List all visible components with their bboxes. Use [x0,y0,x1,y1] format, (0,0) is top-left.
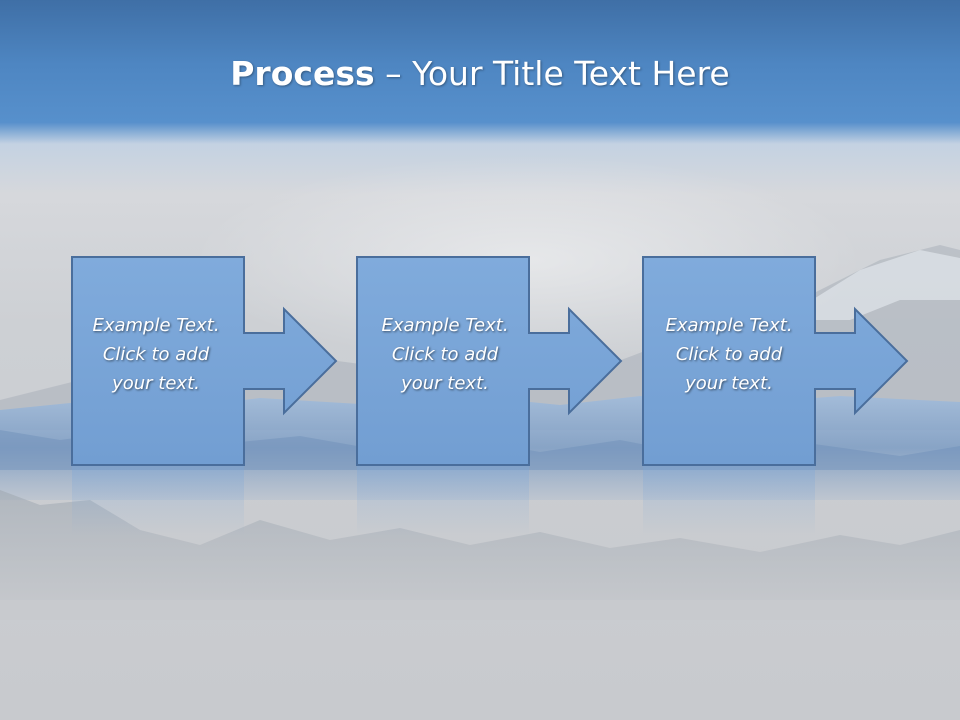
step-1-line-3: your text. [112,373,200,394]
step-1-text[interactable]: Example Text. Click to add your text. [70,311,242,398]
step-1-line-1: Example Text. [92,315,220,336]
step-3-text[interactable]: Example Text. Click to add your text. [643,311,815,398]
step-3-line-2: Click to add [675,344,783,365]
step-2-line-1: Example Text. [381,315,509,336]
slide-title[interactable]: Process – Your Title Text Here [0,52,960,96]
process-step-2[interactable] [356,256,623,535]
step-3-line-1: Example Text. [665,315,793,336]
step-3-line-3: your text. [685,373,773,394]
process-step-1[interactable] [71,256,338,535]
title-bold-part: Process [230,54,375,93]
step-1-line-2: Click to add [102,344,210,365]
process-step-3[interactable] [642,256,909,535]
step-2-line-2: Click to add [391,344,499,365]
step-2-line-3: your text. [401,373,489,394]
title-rest-part: – Your Title Text Here [374,54,730,93]
step-2-text[interactable]: Example Text. Click to add your text. [359,311,531,398]
